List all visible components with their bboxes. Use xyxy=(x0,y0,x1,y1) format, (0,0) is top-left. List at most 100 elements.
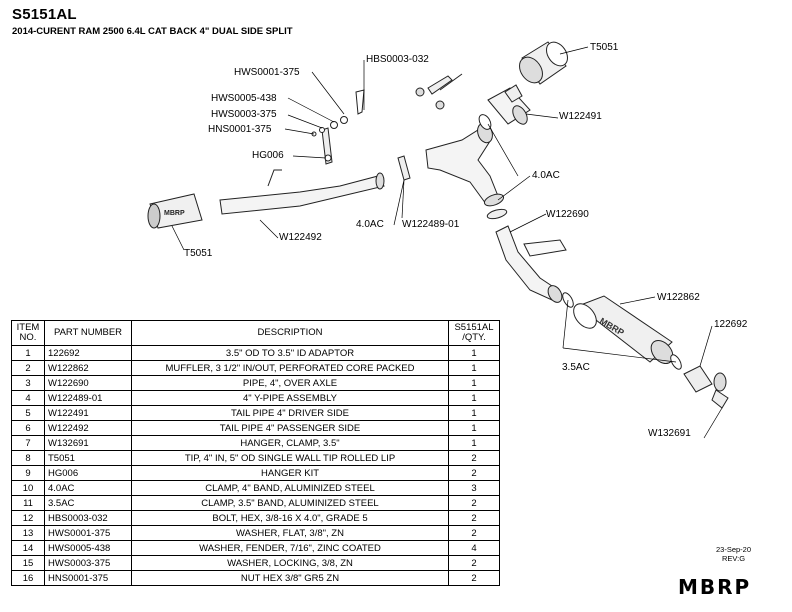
clamp-4-0ac-left xyxy=(397,155,411,181)
washer-locking xyxy=(319,127,325,133)
cell-item: 2 xyxy=(11,360,45,376)
callout-w122491: W122491 xyxy=(559,111,602,122)
revision-label: REV:G xyxy=(721,554,746,563)
cell-qty: 1 xyxy=(448,345,500,361)
cell-qty: 3 xyxy=(448,480,500,496)
callout-w122690: W122690 xyxy=(546,209,589,220)
cell-part: T5051 xyxy=(44,450,132,466)
cell-item: 14 xyxy=(11,540,45,556)
callout-t5051-top: T5051 xyxy=(590,42,619,53)
tip-t5051-left: MBRP xyxy=(147,193,203,229)
cell-part: HNS0001-375 xyxy=(44,570,132,586)
callout-w122489-01: W122489-01 xyxy=(402,219,460,230)
callout-hbs0003-032: HBS0003-032 xyxy=(366,54,429,65)
callout-w122492: W122492 xyxy=(279,232,322,243)
cell-qty: 1 xyxy=(448,435,500,451)
callout-w122862: W122862 xyxy=(657,292,700,303)
cell-qty: 1 xyxy=(448,375,500,391)
revision-block: 23-Sep-20 REV:G xyxy=(716,545,751,563)
cell-qty: 2 xyxy=(448,450,500,466)
over-axle-pipe-w122690 xyxy=(495,225,567,303)
muffler-w122862: MBRP xyxy=(573,295,674,365)
cell-part: 122692 xyxy=(44,345,132,361)
adaptor-122692 xyxy=(683,365,713,393)
callout-4-0ac-left: 4.0AC xyxy=(356,219,384,230)
cell-desc: CLAMP, 3.5" BAND, ALUMINIZED STEEL xyxy=(131,495,449,511)
tail-pipe-w122491 xyxy=(487,84,531,125)
cell-part: 3.5AC xyxy=(44,495,132,511)
cell-part: W122862 xyxy=(44,360,132,376)
clamp-4-0ac-upper xyxy=(478,114,492,130)
cell-desc: TAIL PIPE 4" PASSENGER SIDE xyxy=(131,420,449,436)
cell-desc: NUT HEX 3/8" GR5 ZN xyxy=(131,570,449,586)
document-subtitle: 2014-CURENT RAM 2500 6.4L CAT BACK 4" DU… xyxy=(12,26,293,37)
cell-item: 3 xyxy=(11,375,45,391)
cell-part: HBS0003-032 xyxy=(44,510,132,526)
svg-text:MBRP: MBRP xyxy=(164,210,185,217)
cell-part: W122690 xyxy=(44,375,132,391)
cell-qty: 1 xyxy=(448,420,500,436)
cell-item: 6 xyxy=(11,420,45,436)
cell-desc: MUFFLER, 3 1/2" IN/OUT, PERFORATED CORE … xyxy=(131,360,449,376)
cell-part: W122492 xyxy=(44,420,132,436)
cell-qty: 2 xyxy=(448,465,500,481)
cell-item: 7 xyxy=(11,435,45,451)
cell-desc: CLAMP, 4" BAND, ALUMINIZED STEEL xyxy=(131,480,449,496)
callout-w132691: W132691 xyxy=(648,428,691,439)
header-item-no: ITEM NO. xyxy=(11,320,45,346)
cell-desc: TAIL PIPE 4" DRIVER SIDE xyxy=(131,405,449,421)
cell-item: 11 xyxy=(11,495,45,511)
revision-date: 23-Sep-20 xyxy=(716,545,752,554)
cell-qty: 2 xyxy=(448,525,500,541)
cell-item: 5 xyxy=(11,405,45,421)
callout-3-5ac: 3.5AC xyxy=(562,362,590,373)
y-pipe-w122489 xyxy=(425,122,508,220)
cell-item: 16 xyxy=(11,570,45,586)
cell-item: 10 xyxy=(11,480,45,496)
leader-lines xyxy=(171,46,723,439)
tip-t5051-top xyxy=(519,41,568,85)
brand-logo: MBRP xyxy=(678,575,752,599)
callout-hg006: HG006 xyxy=(252,150,284,161)
tail-pipe-w122492 xyxy=(219,169,385,215)
cell-qty: 2 xyxy=(448,495,500,511)
cell-desc: BOLT, HEX, 3/8-16 X 4.0", GRADE 5 xyxy=(131,510,449,526)
cell-item: 8 xyxy=(11,450,45,466)
cell-qty: 1 xyxy=(448,390,500,406)
cell-qty: 4 xyxy=(448,540,500,556)
hanger-kit-hg006 xyxy=(321,127,333,165)
cell-desc: 4" Y-PIPE ASSEMBLY xyxy=(131,390,449,406)
bom-header-row: ITEM NO. PART NUMBER DESCRIPTION S5151AL… xyxy=(11,320,500,346)
callout-hws0003-375: HWS0003-375 xyxy=(211,109,277,120)
washer-fender-2 xyxy=(330,121,338,129)
bushing-lower xyxy=(435,100,445,110)
cell-desc: 3.5" OD TO 3.5" ID ADAPTOR xyxy=(131,345,449,361)
cell-desc: WASHER, LOCKING, 3/8, ZN xyxy=(131,555,449,571)
document-title: S5151AL xyxy=(12,6,77,23)
cell-item: 1 xyxy=(11,345,45,361)
cell-part: HWS0003-375 xyxy=(44,555,132,571)
callout-t5051-left: T5051 xyxy=(184,248,213,259)
bolt-upper xyxy=(439,73,463,91)
hanger-clamp-w132691 xyxy=(711,372,729,409)
bill-of-materials-table: ITEM NO. PART NUMBER DESCRIPTION S5151AL… xyxy=(11,320,500,586)
cell-qty: 1 xyxy=(448,405,500,421)
cell-item: 4 xyxy=(11,390,45,406)
cell-part: W122489-01 xyxy=(44,390,132,406)
callout-4-0ac-right: 4.0AC xyxy=(532,170,560,181)
cell-qty: 2 xyxy=(448,570,500,586)
cell-part: W122491 xyxy=(44,405,132,421)
callout-hns0001-375: HNS0001-375 xyxy=(208,124,272,135)
cell-item: 15 xyxy=(11,555,45,571)
cell-part: W132691 xyxy=(44,435,132,451)
